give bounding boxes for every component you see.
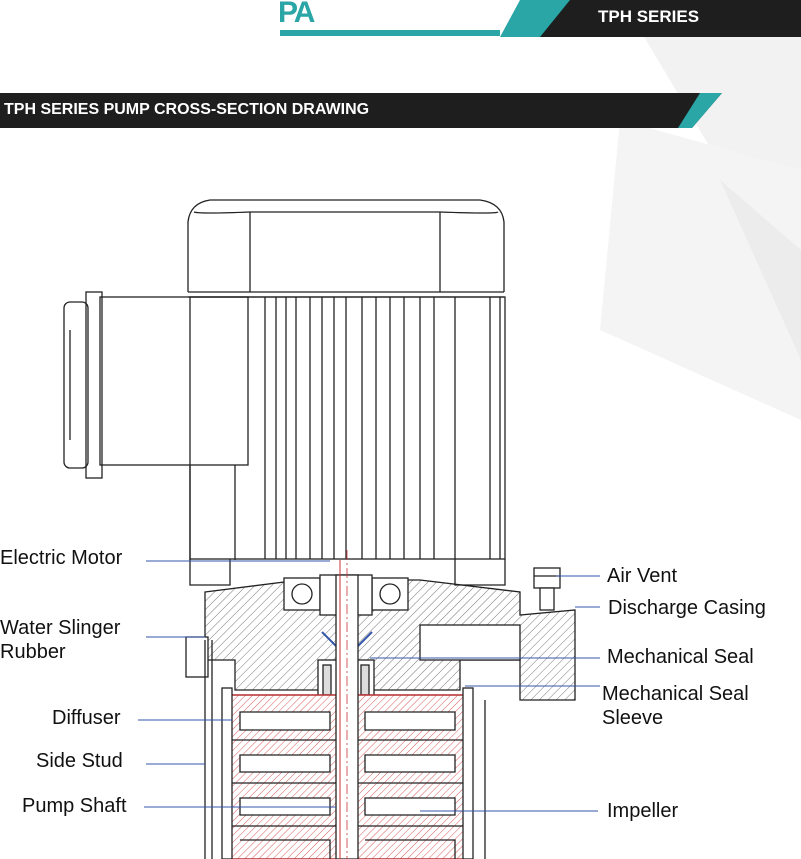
label-mech-seal-sleeve-line1: Mechanical Seal — [602, 683, 749, 705]
terminal-box — [63, 291, 249, 560]
label-diffuser: Diffuser — [52, 707, 121, 729]
motor-body — [189, 296, 506, 586]
label-electric-motor: Electric Motor — [0, 547, 123, 569]
section-title: TPH SERIES PUMP CROSS-SECTION DRAWING — [4, 101, 370, 118]
label-impeller: Impeller — [607, 800, 679, 822]
label-water-slinger-line1: Water Slinger — [0, 617, 121, 639]
series-tag: TPH SERIES — [598, 7, 700, 26]
brand-logo: PA — [278, 0, 315, 29]
label-side-stud: Side Stud — [36, 750, 123, 772]
label-pump-shaft: Pump Shaft — [22, 795, 127, 817]
label-air-vent: Air Vent — [607, 565, 678, 587]
label-discharge-casing: Discharge Casing — [608, 597, 766, 619]
discharge-casing — [185, 567, 576, 701]
label-water-slinger-line2: Rubber — [0, 641, 66, 663]
label-mech-seal-sleeve-line2: Sleeve — [602, 707, 664, 729]
label-mechanical-seal: Mechanical Seal — [607, 646, 754, 668]
leader-lines — [138, 560, 600, 812]
motor-top-cover — [187, 199, 505, 298]
pump-shaft — [335, 550, 359, 859]
